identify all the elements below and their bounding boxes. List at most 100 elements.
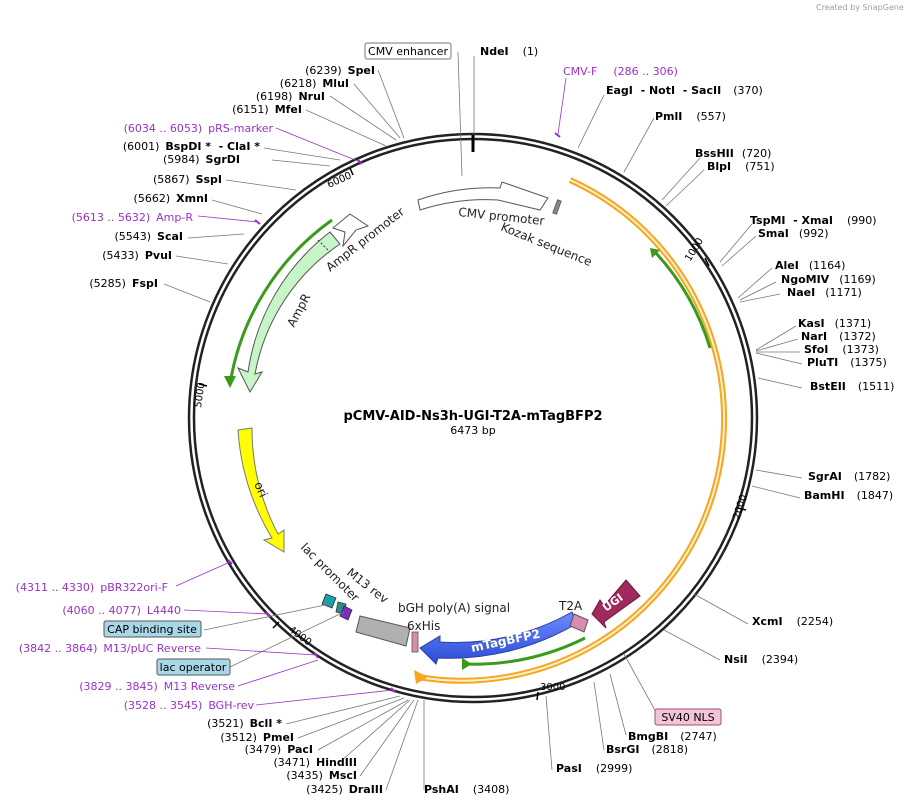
tick-mark-5000: [198, 383, 208, 387]
ampr-outer-arc-arrowhead: [224, 376, 236, 388]
site-bsteii: BstEII(1511): [810, 380, 894, 393]
t2a-label: T2A: [558, 599, 583, 613]
primer-leader-lines: [175, 77, 567, 706]
site-alei: AleI(1164): [775, 259, 845, 272]
ampr-promoter-arrow[interactable]: [331, 213, 370, 248]
ampr-gene-arrow[interactable]: [236, 231, 341, 394]
primer-tick-cmv-f: [554, 132, 561, 138]
cmv-promoter-arrow[interactable]: [417, 181, 549, 211]
site-smai: SmaI(992): [758, 227, 829, 240]
t2a-marker[interactable]: [569, 613, 589, 633]
site-pmli: PmlI(557): [655, 110, 726, 123]
site-pshai: PshAI(3408): [424, 783, 509, 796]
kozak-label: Kozak sequence: [499, 220, 594, 269]
site-tspmi-xmai: TspMI - XmaI(990): [750, 214, 877, 227]
site-nrui: (6198)NruI: [256, 90, 325, 103]
site-blpi: BlpI(751): [707, 160, 775, 173]
primer-bgh-rev: (3528 .. 3545)BGH-rev: [124, 699, 255, 712]
site-bsshii: BssHII(720): [695, 147, 771, 160]
site-ngomiv: NgoMIV(1169): [781, 273, 876, 286]
tick-label-3000: 3000: [540, 682, 565, 693]
lac-operator-box[interactable]: [156, 658, 231, 676]
mtagbfp2-arrow[interactable]: [419, 611, 577, 665]
site-sspi: (5867)SspI: [153, 173, 222, 186]
ampr-label: AmpR: [284, 291, 313, 329]
cmv-enhancer-label: CMV enhancer: [368, 45, 448, 58]
site-pasi: PasI(2999): [556, 762, 632, 775]
plasmid-title: pCMV-AID-Ns3h-UGI-T2A-mTagBFP2: [343, 409, 602, 424]
his-tag-label: 6xHis: [407, 619, 440, 633]
site-sgrdi: (5984)SgrDI: [163, 153, 240, 166]
cmv-enhancer-box[interactable]: [364, 42, 452, 60]
sv40-nls-label: SV40 NLS: [661, 711, 714, 724]
cap-binding-site-label: CAP binding site: [107, 623, 197, 636]
insert-region-arc-highlight: [417, 179, 726, 682]
boxed-leader-lines: [203, 51, 657, 713]
ampr-promoter-divider: [317, 239, 331, 253]
cap-binding-site-marker[interactable]: [321, 593, 337, 609]
site-leader-lines: [163, 56, 803, 791]
site-scai: (5543)ScaI: [114, 230, 183, 243]
site-xmni: (5662)XmnI: [134, 192, 208, 205]
bgh-polya-arrow[interactable]: [355, 615, 411, 647]
primer-m13-puc-reverse: (3842 .. 3864)M13/pUC Reverse: [19, 642, 201, 655]
primer-pbr322ori-f: (4311 .. 4330)pBR322ori-F: [16, 581, 168, 594]
lac-operator-label: lac operator: [160, 661, 227, 674]
site-mfei: (6151)MfeI: [232, 103, 302, 116]
ampr-outer-arc[interactable]: [228, 218, 333, 385]
site-sgrai: SgrAI(1782): [808, 470, 890, 483]
cap-binding-site-box[interactable]: [103, 620, 202, 638]
primer-m13-reverse: (3829 .. 3845)M13 Reverse: [79, 680, 235, 693]
site-pvui: (5433)PvuI: [102, 249, 172, 262]
site-nsii: NsiI(2394): [724, 653, 798, 666]
ori-arrow[interactable]: [237, 427, 285, 553]
primer-cmv-f: CMV-F(286 .. 306): [563, 65, 678, 78]
site-bspdi-clai: (6001)BspDI * - ClaI *: [123, 140, 260, 153]
snapgene-credit: Created by SnapGene: [816, 3, 904, 12]
site-spei: (6239)SpeI: [305, 64, 375, 77]
site-bamhi: BamHI(1847): [804, 489, 893, 502]
site-xcmi: XcmI(2254): [752, 615, 833, 628]
his-tag-marker[interactable]: [411, 631, 419, 653]
site-kasi: KasI(1371): [798, 317, 871, 330]
primer-l4440: (4060 .. 4077)L4440: [62, 604, 181, 617]
tick-label-2000: 2000: [731, 493, 749, 521]
cds-arc-lower[interactable]: [464, 636, 586, 666]
site-msci: (3435)MscI: [286, 769, 357, 782]
primer-prs-marker: (6034 .. 6053)pRS-marker: [124, 122, 274, 135]
tick-mark-4000: [272, 621, 280, 629]
tick-label-5000: 5000: [193, 382, 207, 409]
site-fspi: (5285)FspI: [89, 277, 158, 290]
cds-arc-upper[interactable]: [653, 250, 712, 349]
ori-label: ori: [251, 480, 270, 500]
site-ndei: NdeI(1): [480, 45, 538, 58]
site-nari: NarI(1372): [801, 330, 876, 343]
insert-region-arrowhead: [414, 670, 428, 684]
site-bmgbi: BmgBI(2747): [628, 730, 717, 743]
site-naei: NaeI(1171): [787, 286, 862, 299]
tick-mark-6000: [349, 167, 354, 176]
bgh-polya-label: bGH poly(A) signal: [398, 601, 510, 615]
site-bsrgi: BsrGI(2818): [606, 743, 688, 756]
tick-mark-1000: [704, 257, 710, 267]
site-pluti: PluTI(1375): [807, 356, 887, 369]
kozak-marker[interactable]: [552, 199, 562, 215]
primer-amp-r: (5613 .. 5632)Amp-R: [72, 211, 194, 224]
lac-operator-marker[interactable]: [339, 605, 353, 621]
cds-arc-lower-arrowhead: [462, 658, 472, 670]
ugi-arrow[interactable]: [591, 579, 641, 629]
cds-arc-upper-arrowhead: [650, 248, 660, 258]
tick-mark-2000: [737, 507, 747, 511]
sv40-nls-box[interactable]: [654, 708, 722, 726]
site-hindiii: (3471)HindIII: [273, 756, 357, 769]
site-eagi-noti-sacii: EagI - NotI - SacII(370): [606, 84, 763, 97]
backbone-outer-circle: [187, 132, 759, 704]
tick-mark-3000: [536, 691, 539, 701]
site-mlui: (6218)MluI: [280, 77, 349, 90]
site-bcli: (3521)BclI *: [207, 717, 282, 730]
site-pmei: (3512)PmeI: [220, 731, 294, 744]
site-sfoi: SfoI(1373): [804, 343, 879, 356]
plasmid-size: 6473 bp: [450, 424, 495, 437]
